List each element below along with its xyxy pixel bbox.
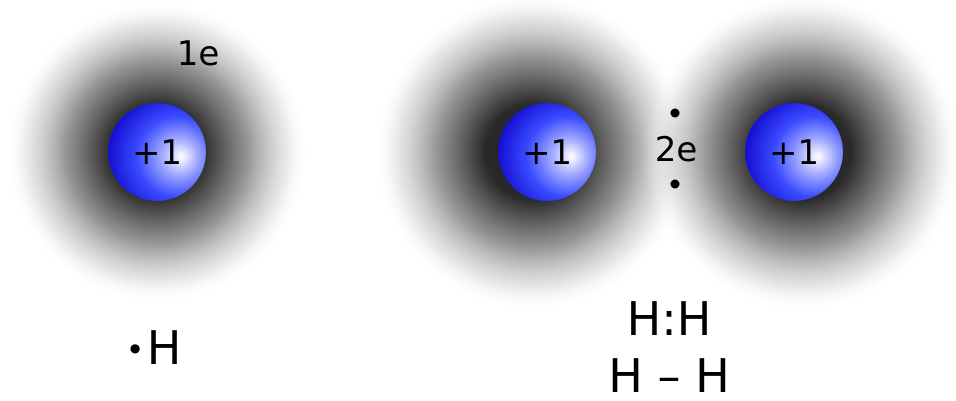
shared-electron-dot-bottom [670, 179, 680, 189]
single-atom-lewis-symbol: H [147, 321, 182, 375]
single-atom-nucleus-charge: +1 [132, 133, 182, 173]
molecule-right-nucleus-charge: +1 [769, 133, 819, 173]
molecule-left-nucleus-charge: +1 [522, 133, 572, 173]
shared-electron-label: 2e [655, 130, 698, 170]
molecule-left-nucleus [498, 103, 596, 201]
single-atom-nucleus [108, 103, 206, 201]
hydrogen-molecule: +1 +1 2e [373, 0, 956, 312]
molecule-right-nucleus [745, 103, 843, 201]
single-atom-electron-label: 1e [177, 34, 220, 74]
molecule-bond-structure: H – H [608, 349, 729, 401]
shared-electron-dot-top [670, 108, 680, 118]
single-atom-lewis-dot: • [126, 331, 145, 369]
single-atom-lewis-notation: • H [126, 321, 182, 375]
single-hydrogen-atom: +1 1e [5, 0, 309, 304]
molecule-lewis-notation: H:H H – H [608, 292, 729, 401]
molecule-lewis-structure: H:H [627, 292, 712, 346]
